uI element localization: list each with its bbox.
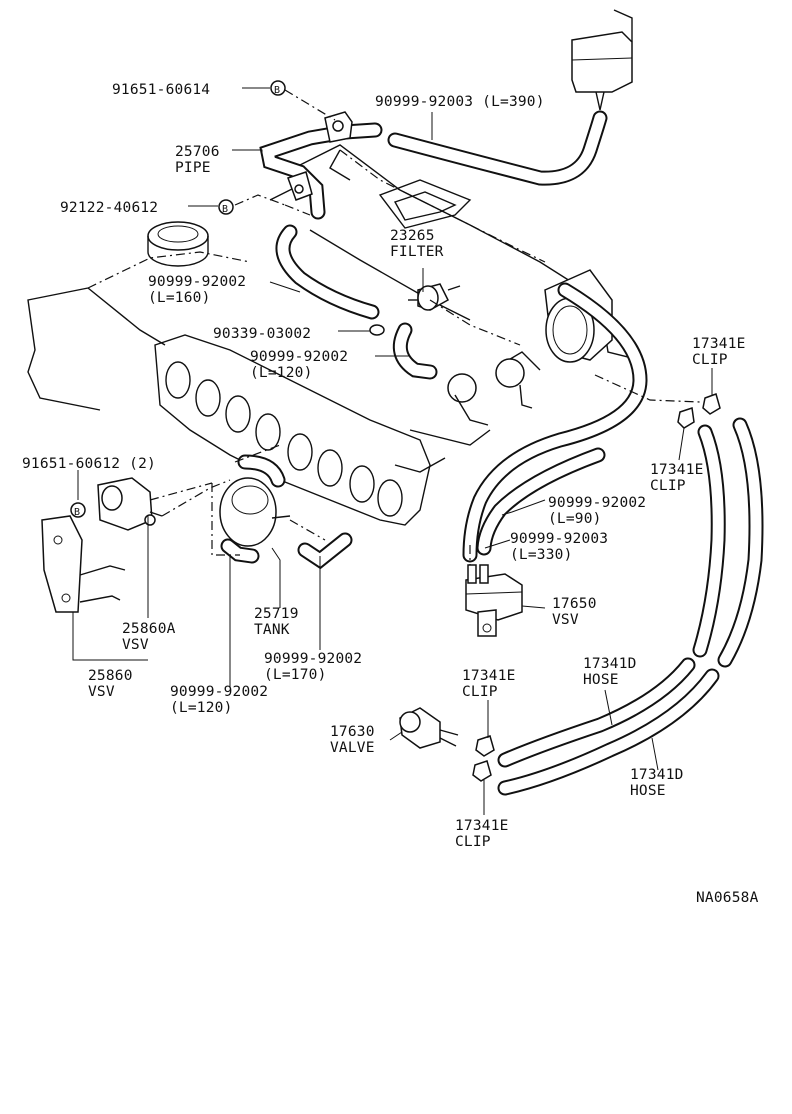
hose-90999-92002-l90 bbox=[476, 447, 606, 556]
part-label-p90999-92002-90: 90999-92002(L=90) bbox=[548, 495, 646, 527]
vsv-bracket-25860 bbox=[41, 515, 126, 613]
part-label-line: 90999-92002 bbox=[264, 651, 362, 667]
part-label-line: CLIP bbox=[692, 352, 728, 368]
part-label-p91651-60612: 91651-60612 (2) bbox=[22, 456, 156, 472]
part-label-p90339-03002: 90339-03002 bbox=[213, 326, 311, 342]
part-label-line: 90999-92002 bbox=[170, 684, 268, 700]
leader-lines bbox=[72, 87, 713, 815]
vsv-25860a bbox=[97, 477, 163, 531]
charcoal-canister bbox=[571, 9, 633, 111]
part-label-line: CLIP bbox=[462, 684, 498, 700]
part-label-line: 17341E bbox=[692, 336, 746, 352]
part-label-line: 17341D bbox=[630, 767, 684, 783]
part-label-line: 25719 bbox=[254, 606, 299, 622]
part-label-line: (L=170) bbox=[264, 667, 327, 683]
callout-marker-text: B bbox=[274, 85, 280, 96]
part-label-line: 92122-40612 bbox=[60, 200, 158, 216]
part-label-p90999-92003-330: 90999-92003(L=330) bbox=[510, 531, 608, 563]
part-label-line: 91651-60614 bbox=[112, 82, 210, 98]
part-label-line: 25706 bbox=[175, 144, 220, 160]
oil-filler-cap bbox=[147, 221, 209, 267]
part-label-line: HOSE bbox=[630, 783, 666, 799]
part-label-line: TANK bbox=[254, 622, 290, 638]
vacuum-tank-25719 bbox=[219, 454, 291, 564]
part-label-line: 17341E bbox=[650, 462, 704, 478]
hose-90999-92002-l160 bbox=[275, 224, 380, 320]
part-label-line: 17341E bbox=[455, 818, 509, 834]
part-label-line: 90999-92003 (L=390) bbox=[375, 94, 545, 110]
part-label-line: 25860A bbox=[122, 621, 176, 637]
part-label-line: 17630 bbox=[330, 724, 375, 740]
part-label-line: VALVE bbox=[330, 740, 375, 756]
hose-90999-92002-l170 bbox=[297, 532, 353, 570]
vacuum-filter-23265 bbox=[408, 283, 461, 311]
part-label-line: 17650 bbox=[552, 596, 597, 612]
pipe-25706 bbox=[259, 111, 383, 220]
hose-90999-92003-l330 bbox=[462, 282, 648, 563]
part-label-line: 90999-92003 bbox=[510, 531, 608, 547]
part-label-line: (L=120) bbox=[170, 700, 233, 716]
part-label-line: VSV bbox=[122, 637, 149, 653]
callout-marker-text: B bbox=[222, 204, 228, 215]
part-label-p90999-92002-120a: 90999-92002(L=120) bbox=[250, 349, 348, 381]
gasket-90339-03002 bbox=[369, 324, 385, 336]
part-label-line: CLIP bbox=[650, 478, 686, 494]
part-label-p90999-92002-120b: 90999-92002(L=120) bbox=[170, 684, 268, 716]
part-label-p90999-92003-390: 90999-92003 (L=390) bbox=[375, 94, 545, 110]
part-label-line: 91651-60612 (2) bbox=[22, 456, 156, 472]
part-label-line: (L=160) bbox=[148, 290, 211, 306]
part-label-line: PIPE bbox=[175, 160, 211, 176]
part-label-line: 17341E bbox=[462, 668, 516, 684]
part-label-line: HOSE bbox=[583, 672, 619, 688]
throttle-body bbox=[447, 269, 613, 426]
part-label-line: 90999-92002 bbox=[548, 495, 646, 511]
part-label-line: (L=330) bbox=[510, 547, 573, 563]
part-label-line: (L=90) bbox=[548, 511, 602, 527]
hose-17341d-upper bbox=[497, 424, 726, 768]
part-label-line: VSV bbox=[552, 612, 579, 628]
hose-90999-92002-l120-upper bbox=[392, 322, 438, 380]
part-label-line: 90999-92002 bbox=[250, 349, 348, 365]
diagram-code: NA0658A bbox=[696, 890, 759, 906]
part-label-line: VSV bbox=[88, 684, 115, 700]
dashed-assembly-lines bbox=[149, 89, 701, 565]
valve-17630 bbox=[399, 707, 459, 749]
callout-marker-b-icon: B B B bbox=[70, 80, 286, 518]
part-label-p90999-92002-170: 90999-92002(L=170) bbox=[264, 651, 362, 683]
intake-manifold bbox=[154, 334, 431, 526]
part-label-line: 90339-03002 bbox=[213, 326, 311, 342]
part-label-p91651-60614: 91651-60614 bbox=[112, 82, 210, 98]
hose-17341d-lower bbox=[497, 417, 764, 796]
part-label-line: 90999-92002 bbox=[148, 274, 246, 290]
part-label-line: FILTER bbox=[390, 244, 444, 260]
part-label-line: (L=120) bbox=[250, 365, 313, 381]
part-label-line: 25860 bbox=[88, 668, 133, 684]
part-label-line: CLIP bbox=[455, 834, 491, 850]
callout-marker-text: B bbox=[74, 507, 80, 518]
part-label-p92122-40612: 92122-40612 bbox=[60, 200, 158, 216]
hose-90999-92003-l390 bbox=[387, 110, 608, 186]
part-label-line: 23265 bbox=[390, 228, 435, 244]
part-label-p90999-92002-160: 90999-92002(L=160) bbox=[148, 274, 246, 306]
part-label-line: 17341D bbox=[583, 656, 637, 672]
vsv-17650 bbox=[465, 564, 523, 637]
